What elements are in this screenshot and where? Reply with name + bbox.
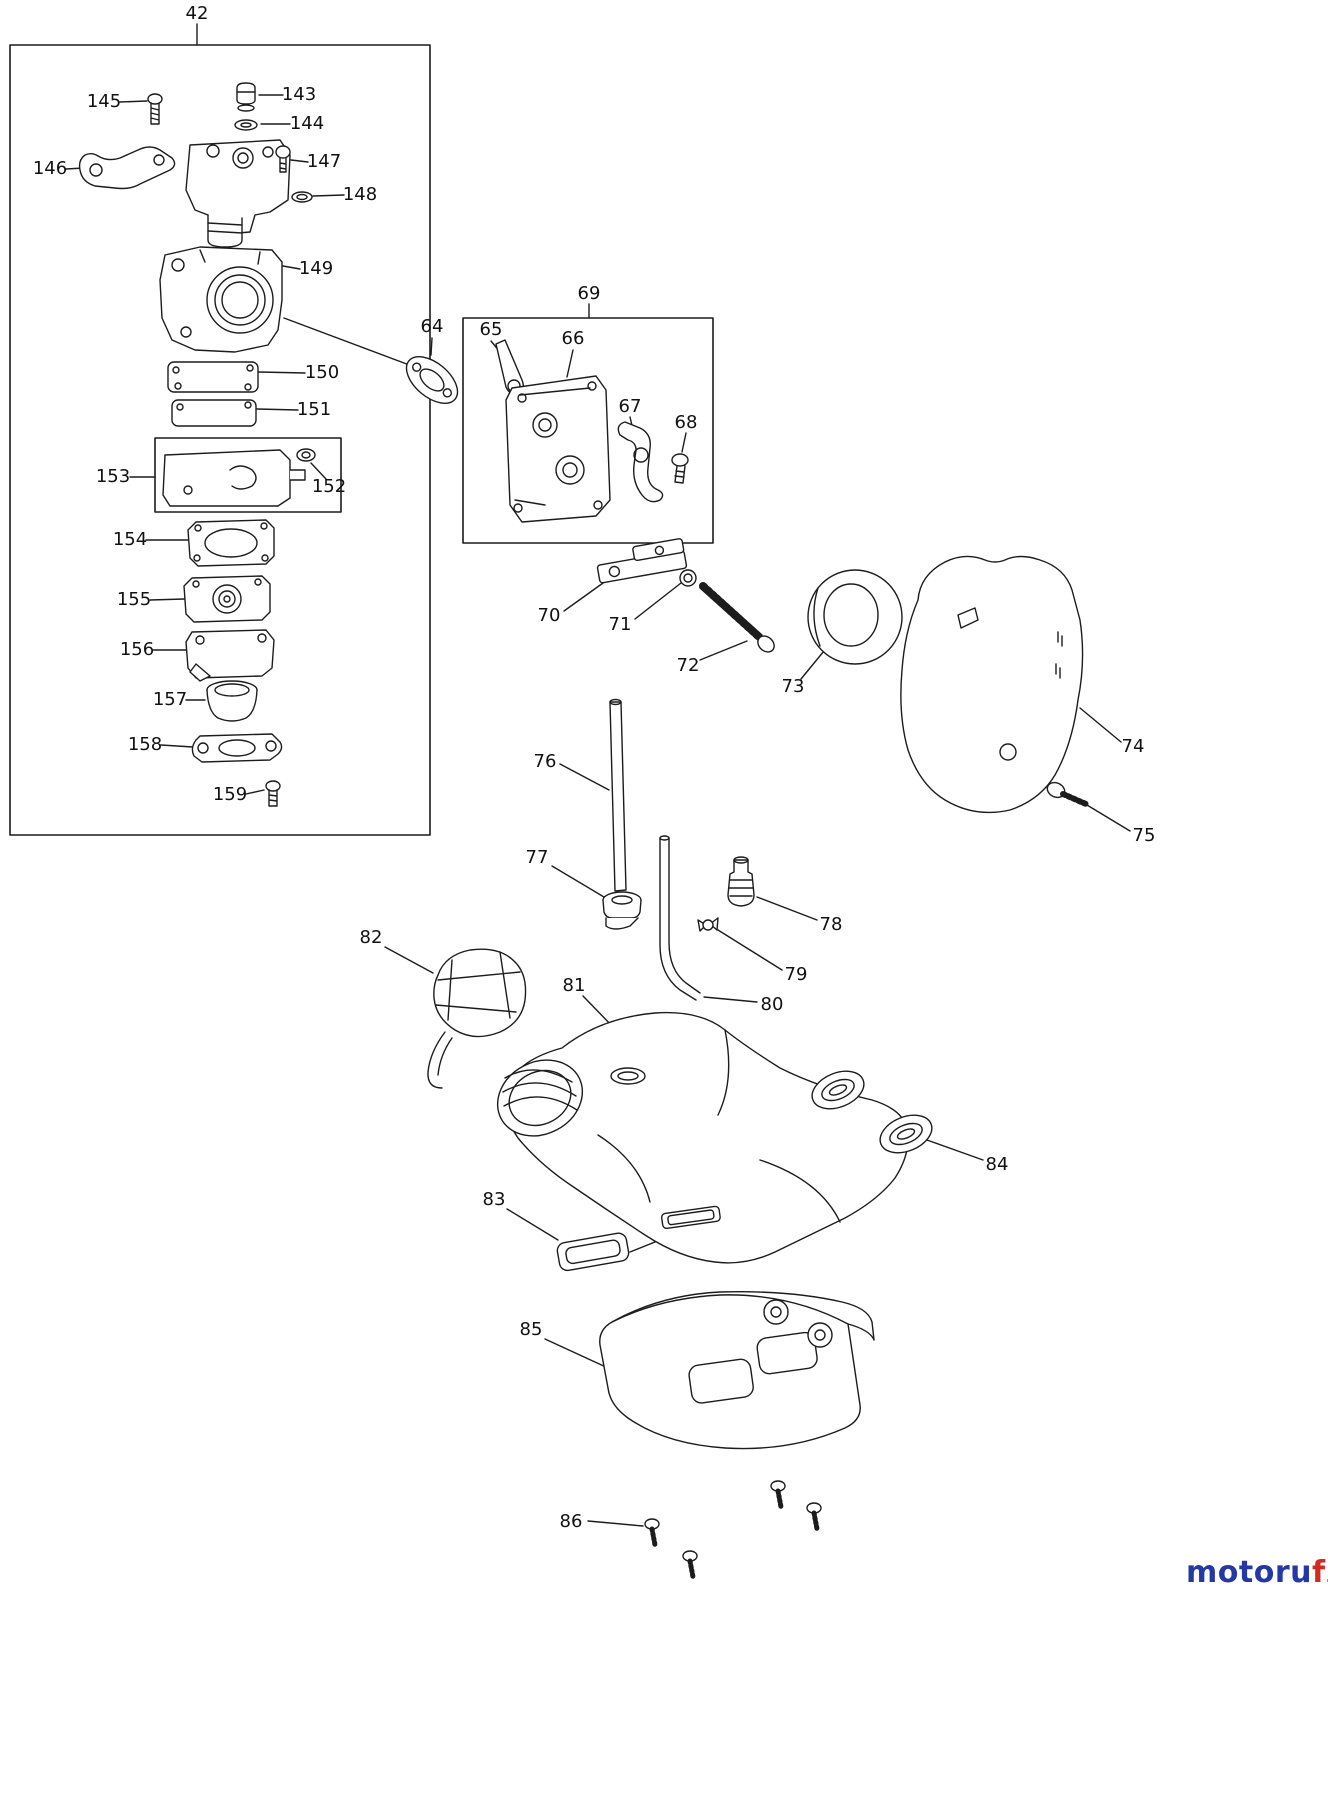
part-label-64: 64 <box>420 316 444 337</box>
primer-cup-157 <box>206 680 258 722</box>
part-label-148: 148 <box>342 184 378 205</box>
pump-group-box-153 <box>154 437 342 513</box>
part-label-79: 79 <box>784 964 808 985</box>
engine-cover-74 <box>900 555 1084 814</box>
carburetor-body-149 <box>159 246 283 353</box>
part-label-69: 69 <box>577 283 601 304</box>
washer-144 <box>234 119 258 131</box>
brand-logo: motoruf.de <box>1186 1558 1328 1588</box>
gasket-150 <box>167 361 259 393</box>
part-label-143: 143 <box>281 84 317 105</box>
cover-156 <box>185 629 275 682</box>
part-label-68: 68 <box>674 412 698 433</box>
grommet-ring-73 <box>807 569 903 665</box>
throttle-body-assembly <box>185 139 291 248</box>
screw-86-2 <box>682 1550 698 1580</box>
screw-86-1 <box>644 1518 660 1548</box>
part-label-158: 158 <box>127 734 163 755</box>
part-label-81: 81 <box>562 975 586 996</box>
part-label-157: 157 <box>152 689 188 710</box>
lever-65 <box>495 339 525 395</box>
screw-68 <box>671 453 689 484</box>
primer-base-143 <box>236 82 256 112</box>
part-label-155: 155 <box>116 589 152 610</box>
part-label-144: 144 <box>289 113 325 134</box>
tank-grommet-84b <box>879 1114 933 1154</box>
screw-145 <box>147 93 163 125</box>
bracket-70 <box>596 538 688 584</box>
grommet-77 <box>602 891 642 930</box>
part-label-71: 71 <box>608 614 632 635</box>
screws-86 <box>644 1480 822 1580</box>
part-label-156: 156 <box>119 639 155 660</box>
screw-147 <box>275 145 291 173</box>
insulator-group-box-69 <box>462 317 714 544</box>
part-label-151: 151 <box>296 399 332 420</box>
nut-152 <box>296 448 316 462</box>
choke-lever-67 <box>617 421 664 503</box>
fuel-pipe-76 <box>609 698 627 892</box>
pump-body-153 <box>162 449 306 507</box>
part-label-75: 75 <box>1132 825 1156 846</box>
fuel-hose-80 <box>659 835 701 1001</box>
part-label-72: 72 <box>676 655 700 676</box>
part-label-42: 42 <box>185 3 209 24</box>
screw-159 <box>265 780 281 807</box>
screw-75 <box>1046 781 1089 807</box>
part-label-146: 146 <box>32 158 68 179</box>
diaphragm-155 <box>183 575 271 623</box>
tank-grommet-84a <box>811 1070 865 1110</box>
part-label-80: 80 <box>760 994 784 1015</box>
part-label-65: 65 <box>479 319 503 340</box>
screw-86-3 <box>770 1480 786 1510</box>
carburetor-group-box-42 <box>9 44 431 836</box>
part-label-147: 147 <box>306 151 342 172</box>
part-label-76: 76 <box>533 751 557 772</box>
washer-71 <box>679 569 697 587</box>
part-label-66: 66 <box>561 328 585 349</box>
insulator-plate-66 <box>505 375 611 523</box>
brand-name-main: motoru <box>1186 1555 1312 1590</box>
part-label-85: 85 <box>519 1319 543 1340</box>
part-label-149: 149 <box>298 258 334 279</box>
part-label-154: 154 <box>112 529 148 550</box>
leader-lines <box>65 23 1131 1527</box>
part-label-152: 152 <box>311 476 347 497</box>
gasket-64 <box>405 356 459 404</box>
bracket-146 <box>78 146 176 190</box>
tank-grommet-83 <box>556 1232 630 1272</box>
ring-148 <box>291 191 313 203</box>
part-label-159: 159 <box>212 784 248 805</box>
tank-guard-85 <box>599 1291 875 1450</box>
part-label-77: 77 <box>525 847 549 868</box>
screw-86-4 <box>806 1502 822 1532</box>
part-label-82: 82 <box>359 927 383 948</box>
gasket-154 <box>187 519 275 567</box>
clip-79 <box>697 917 719 932</box>
fuel-filter-78 <box>727 856 755 907</box>
part-label-153: 153 <box>95 466 131 487</box>
brand-domain-suffix: .de <box>1326 1568 1328 1586</box>
screw-72 <box>699 582 775 653</box>
brand-name-accent: f <box>1311 1555 1326 1590</box>
part-label-78: 78 <box>819 914 843 935</box>
fuel-tank-81 <box>496 1011 909 1264</box>
fuel-cap-82 <box>427 948 527 1089</box>
part-label-86: 86 <box>559 1511 583 1532</box>
part-label-67: 67 <box>618 396 642 417</box>
part-label-145: 145 <box>86 91 122 112</box>
part-label-70: 70 <box>537 605 561 626</box>
part-label-73: 73 <box>781 676 805 697</box>
retainer-plate-158 <box>191 733 283 763</box>
part-label-74: 74 <box>1121 736 1145 757</box>
part-label-150: 150 <box>304 362 340 383</box>
plate-151 <box>171 399 257 427</box>
part-label-83: 83 <box>482 1189 506 1210</box>
part-label-84: 84 <box>985 1154 1009 1175</box>
group-boxes <box>9 44 714 836</box>
